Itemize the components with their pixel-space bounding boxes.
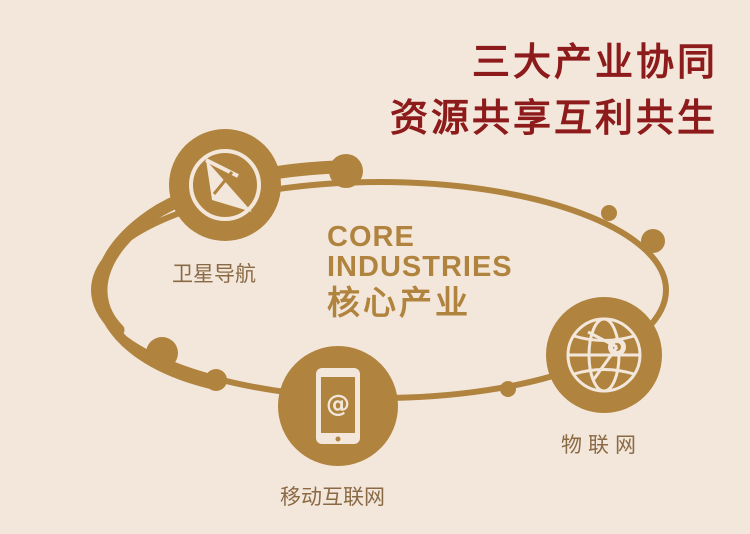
- orbit-dot: [146, 337, 178, 369]
- headline-line-1: 三大产业协同: [471, 40, 718, 84]
- core-chinese-title: 核心产业: [327, 283, 471, 322]
- headline: 三大产业协同 资源共享互利共生: [390, 34, 718, 146]
- iot-node: [546, 297, 662, 413]
- satellite-navigation-node: [169, 129, 281, 241]
- core-english-line-2: INDUSTRIES: [327, 251, 513, 283]
- orbit-dot: [500, 381, 516, 397]
- smartphone-at-icon: @: [316, 368, 360, 444]
- satellite-navigation-label: 卫星导航: [172, 262, 256, 286]
- core-english-line-1: CORE: [327, 221, 415, 253]
- orbit-dot: [641, 229, 665, 253]
- core-industries-title: CORE INDUSTRIES 核心产业: [327, 222, 513, 324]
- mobile-internet-label: 移动互联网: [280, 485, 385, 509]
- satellite-navigation-icon: [189, 149, 261, 221]
- iot-label: 物联网: [561, 433, 642, 457]
- mobile-internet-node: @: [278, 346, 398, 466]
- globe-network-icon: [566, 317, 642, 393]
- orbit-dot: [601, 205, 617, 221]
- headline-line-2: 资源共享互利共生: [389, 96, 718, 140]
- orbit-dot: [329, 154, 363, 188]
- orbit-dot: [205, 369, 227, 391]
- svg-text:@: @: [326, 390, 350, 418]
